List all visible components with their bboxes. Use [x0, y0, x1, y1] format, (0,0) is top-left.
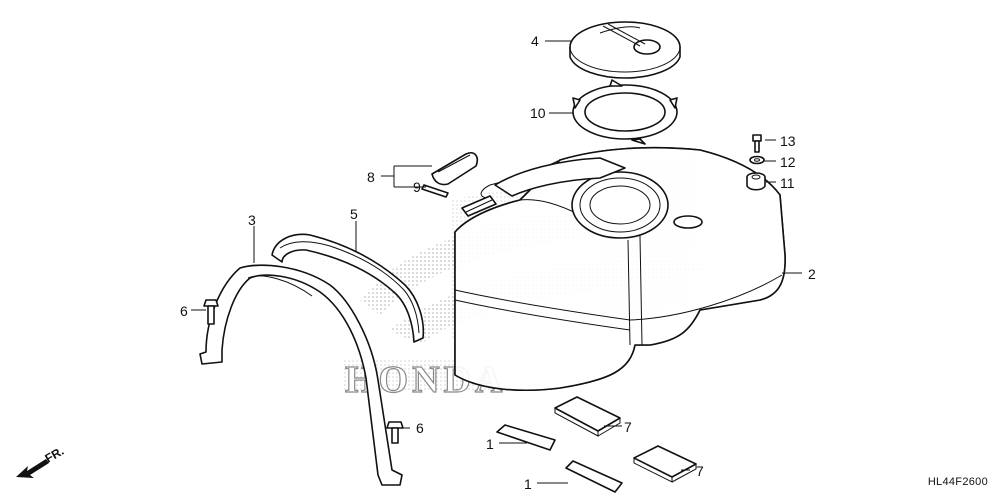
o-ring	[421, 184, 449, 198]
washer	[749, 155, 765, 165]
mesh-pad-lower	[633, 445, 697, 483]
fuel-tank	[454, 146, 786, 392]
rubber-strip	[271, 233, 425, 343]
callout-12: 12	[780, 154, 796, 170]
flange-bolt-lower	[386, 421, 404, 444]
flange-bolt-upper	[203, 299, 219, 325]
callout-11: 11	[780, 175, 795, 191]
callout-1-lower: 1	[524, 476, 532, 492]
front-direction-arrow-icon	[16, 459, 49, 478]
pump-cover	[569, 21, 681, 79]
leader-lines	[191, 40, 802, 484]
retainer-ring	[572, 79, 678, 145]
callout-8: 8	[367, 169, 375, 185]
callout-7-lower: 7	[696, 463, 704, 479]
callout-13: 13	[780, 133, 796, 149]
callout-2: 2	[808, 266, 816, 282]
callout-7-upper: 7	[624, 419, 632, 435]
tank-clip	[431, 151, 479, 186]
callout-1-upper: 1	[486, 436, 494, 452]
callout-6-upper: 6	[180, 303, 188, 319]
tank-band	[199, 264, 403, 486]
pad-strip-lower	[565, 460, 623, 493]
callout-4: 4	[531, 33, 539, 49]
pad-strip-upper	[496, 424, 556, 451]
callout-5: 5	[350, 206, 358, 222]
callout-6-lower: 6	[416, 420, 424, 436]
callout-9: 9	[413, 179, 421, 195]
mesh-pad-upper	[554, 396, 621, 437]
rubber-mount	[746, 172, 766, 191]
bolt-small	[752, 134, 762, 153]
diagram-code: HL44F2600	[927, 476, 988, 488]
callout-3: 3	[248, 212, 256, 228]
callout-10: 10	[530, 105, 546, 121]
